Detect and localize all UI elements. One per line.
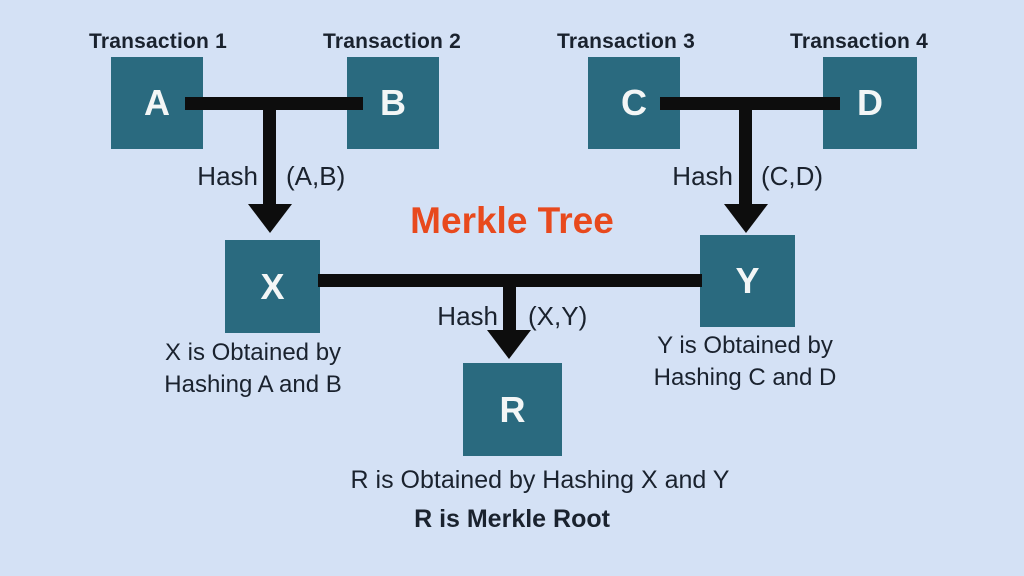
node-y-note-line2: Hashing C and D	[653, 364, 837, 391]
arrow-down-to-x-icon	[248, 204, 292, 233]
transaction-1-label: Transaction 1	[89, 30, 227, 53]
connector-cd-down	[739, 108, 752, 205]
merkle-root-note: R is Merkle Root	[414, 505, 610, 533]
connector-c-d	[660, 97, 840, 110]
node-r-note: R is Obtained by Hashing X and Y	[350, 466, 730, 494]
transaction-4-label: Transaction 4	[790, 30, 928, 53]
node-r-letter: R	[499, 388, 526, 430]
node-c-letter: C	[621, 82, 647, 123]
node-d-letter: D	[857, 82, 883, 123]
hash-xy-label: Hash	[437, 301, 498, 331]
connector-x-y	[318, 274, 702, 287]
transaction-2-label: Transaction 2	[323, 30, 461, 53]
connector-xy-down	[503, 285, 516, 332]
hash-cd-label: Hash	[672, 161, 733, 191]
node-y-note: Y is Obtained by Hashing C and D	[615, 330, 875, 394]
hash-ab-label: Hash	[197, 161, 258, 191]
hash-ab-args: (A,B)	[286, 161, 346, 191]
node-x: X	[225, 240, 320, 333]
transaction-3-label: Transaction 3	[557, 30, 695, 53]
node-b-letter: B	[380, 82, 406, 123]
node-x-letter: X	[260, 265, 285, 307]
hash-xy-args: (X,Y)	[528, 301, 588, 331]
connector-ab-down	[263, 108, 276, 205]
node-x-note: X is Obtained by Hashing A and B	[123, 337, 383, 401]
node-d: D	[823, 57, 917, 149]
hash-cd-args: (C,D)	[761, 161, 824, 191]
arrow-down-to-y-icon	[724, 204, 768, 233]
node-y-letter: Y	[735, 260, 760, 301]
node-y: Y	[700, 235, 795, 327]
node-x-note-line2: Hashing A and B	[164, 371, 342, 398]
node-r: R	[463, 363, 562, 456]
node-y-note-line1: Y is Obtained by	[657, 332, 833, 359]
arrow-down-to-r-icon	[487, 330, 531, 359]
node-x-note-line1: X is Obtained by	[164, 339, 342, 366]
diagram-title: Merkle Tree	[410, 200, 614, 241]
node-a-letter: A	[144, 82, 170, 123]
connector-a-b	[185, 97, 363, 110]
